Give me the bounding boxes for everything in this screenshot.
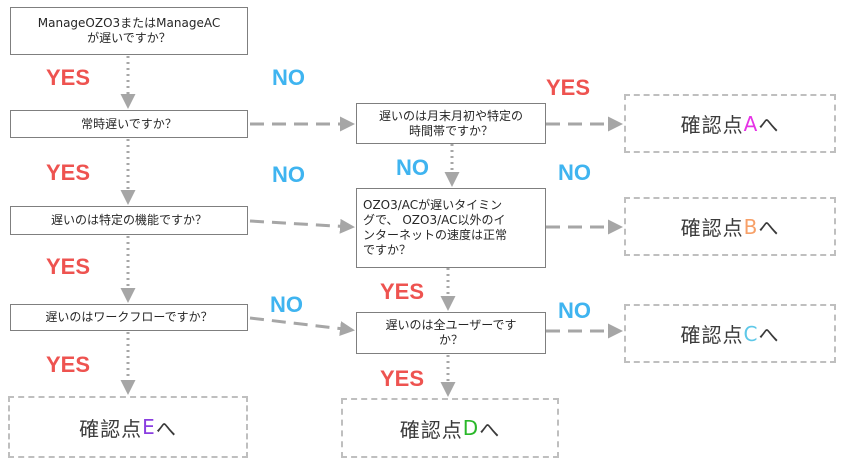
question-q4: 遅いのはワークフローですか？ [45,310,213,324]
question-q5-line1: 遅いのは月末月初や特定の [378,108,523,123]
yes-label-q3: YES [46,254,91,279]
question-box-q4: 遅いのはワークフローですか？ [10,304,248,331]
result-a-suffix: へ [758,113,780,137]
question-q6-line2: グで、 OZO3/AC以外のイ [363,213,506,227]
question-q1-line1: ManageOZO3またはManageAC [37,16,221,30]
result-b-prefix: 確認点 [680,216,744,240]
result-a-letter: A [743,111,759,136]
yes-label-q4: YES [46,352,91,377]
question-box-q3: 遅いのは特定の機能ですか？ [10,206,248,235]
result-d-letter: D [462,416,480,440]
result-c-letter: C [743,321,759,346]
result-c-prefix: 確認点 [680,323,744,347]
connector-q3-q6 [249,218,355,234]
question-q3: 遅いのは特定の機能ですか？ [50,213,207,227]
no-label-q3: NO [272,162,305,187]
result-a-prefix: 確認点 [680,113,744,137]
result-b-suffix: へ [758,216,780,240]
question-box-q6: OZO3/ACが遅いタイミン グで、 OZO3/AC以外のイ ンターネットの速度… [356,188,546,268]
yes-label-q7: YES [380,366,425,391]
question-box-q1: ManageOZO3またはManageAC が遅いですか？ [10,7,248,55]
question-q6-line3: ンターネットの速度は正常 [363,228,508,242]
result-b-letter: B [743,214,759,239]
no-label-q7: NO [558,298,591,323]
yes-label-q6: YES [380,279,425,304]
connector-q4-q7 [249,316,355,337]
result-e-letter: E [142,415,156,439]
question-q7-line1: 遅いのは全ユーザーです [385,318,517,332]
result-d-suffix: へ [479,417,501,442]
yes-label-q5: YES [546,75,591,100]
question-q1-line2: が遅いですか？ [87,31,171,45]
yes-label-q1: YES [46,65,91,90]
result-c-suffix: へ [758,323,780,347]
no-label-q4: NO [270,292,303,317]
result-e-prefix: 確認点 [79,416,143,441]
question-q5-line2: 時間帯ですか？ [408,123,493,138]
question-box-q2: 常時遅いですか？ [10,110,248,138]
result-e-suffix: へ [155,416,177,441]
result-d-prefix: 確認点 [399,417,463,442]
question-q7-line2: か？ [438,333,463,347]
no-label-q5: NO [396,155,429,180]
question-q6-line4: ですか？ [363,243,412,257]
question-box-q5: 遅いのは月末月初や特定の 時間帯ですか？ [356,103,546,144]
question-q6-line1: OZO3/ACが遅いタイミン [363,198,503,212]
yes-label-q2: YES [46,160,91,185]
no-label-q2: NO [272,65,305,90]
question-box-q7: 遅いのは全ユーザーです か？ [356,312,546,354]
no-label-q6: NO [558,160,591,185]
question-q2: 常時遅いですか？ [81,116,177,131]
